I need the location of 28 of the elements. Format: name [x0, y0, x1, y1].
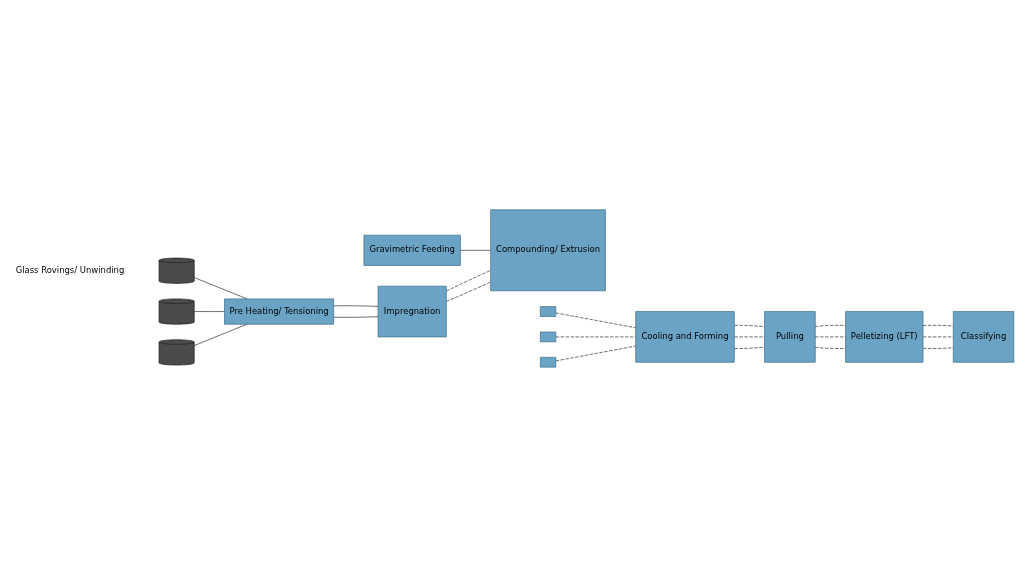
- connector: [446, 270, 492, 292]
- node-box: Impregnation: [377, 285, 447, 338]
- node-box: Classifying: [952, 311, 1015, 363]
- connector: [193, 323, 248, 346]
- node-box: Pre Heating/ Tensioning: [224, 298, 334, 325]
- node-box: [539, 306, 557, 317]
- connector: [922, 324, 954, 327]
- node-box: Compounding/ Extrusion: [490, 209, 606, 292]
- node-box: [539, 356, 557, 368]
- connector: [922, 347, 954, 349]
- node-box: Pelletizing (LFT): [845, 311, 924, 363]
- node-box: [539, 331, 557, 343]
- connector: [193, 277, 248, 300]
- node-box: Cooling and Forming: [635, 311, 735, 363]
- connector: [333, 316, 379, 318]
- connector: [555, 345, 636, 362]
- connector: [333, 305, 379, 307]
- connector: [814, 324, 846, 327]
- connector: [555, 312, 636, 329]
- connector: [193, 311, 225, 312]
- node-box: Gravimetric Feeding: [363, 234, 461, 266]
- connector: [460, 249, 491, 251]
- connector: [734, 324, 765, 328]
- connector: [734, 346, 765, 349]
- connector: [446, 281, 492, 302]
- connector: [814, 346, 846, 349]
- label: Glass Rovings/ Unwinding: [15, 264, 125, 275]
- node-box: Pulling: [764, 311, 816, 363]
